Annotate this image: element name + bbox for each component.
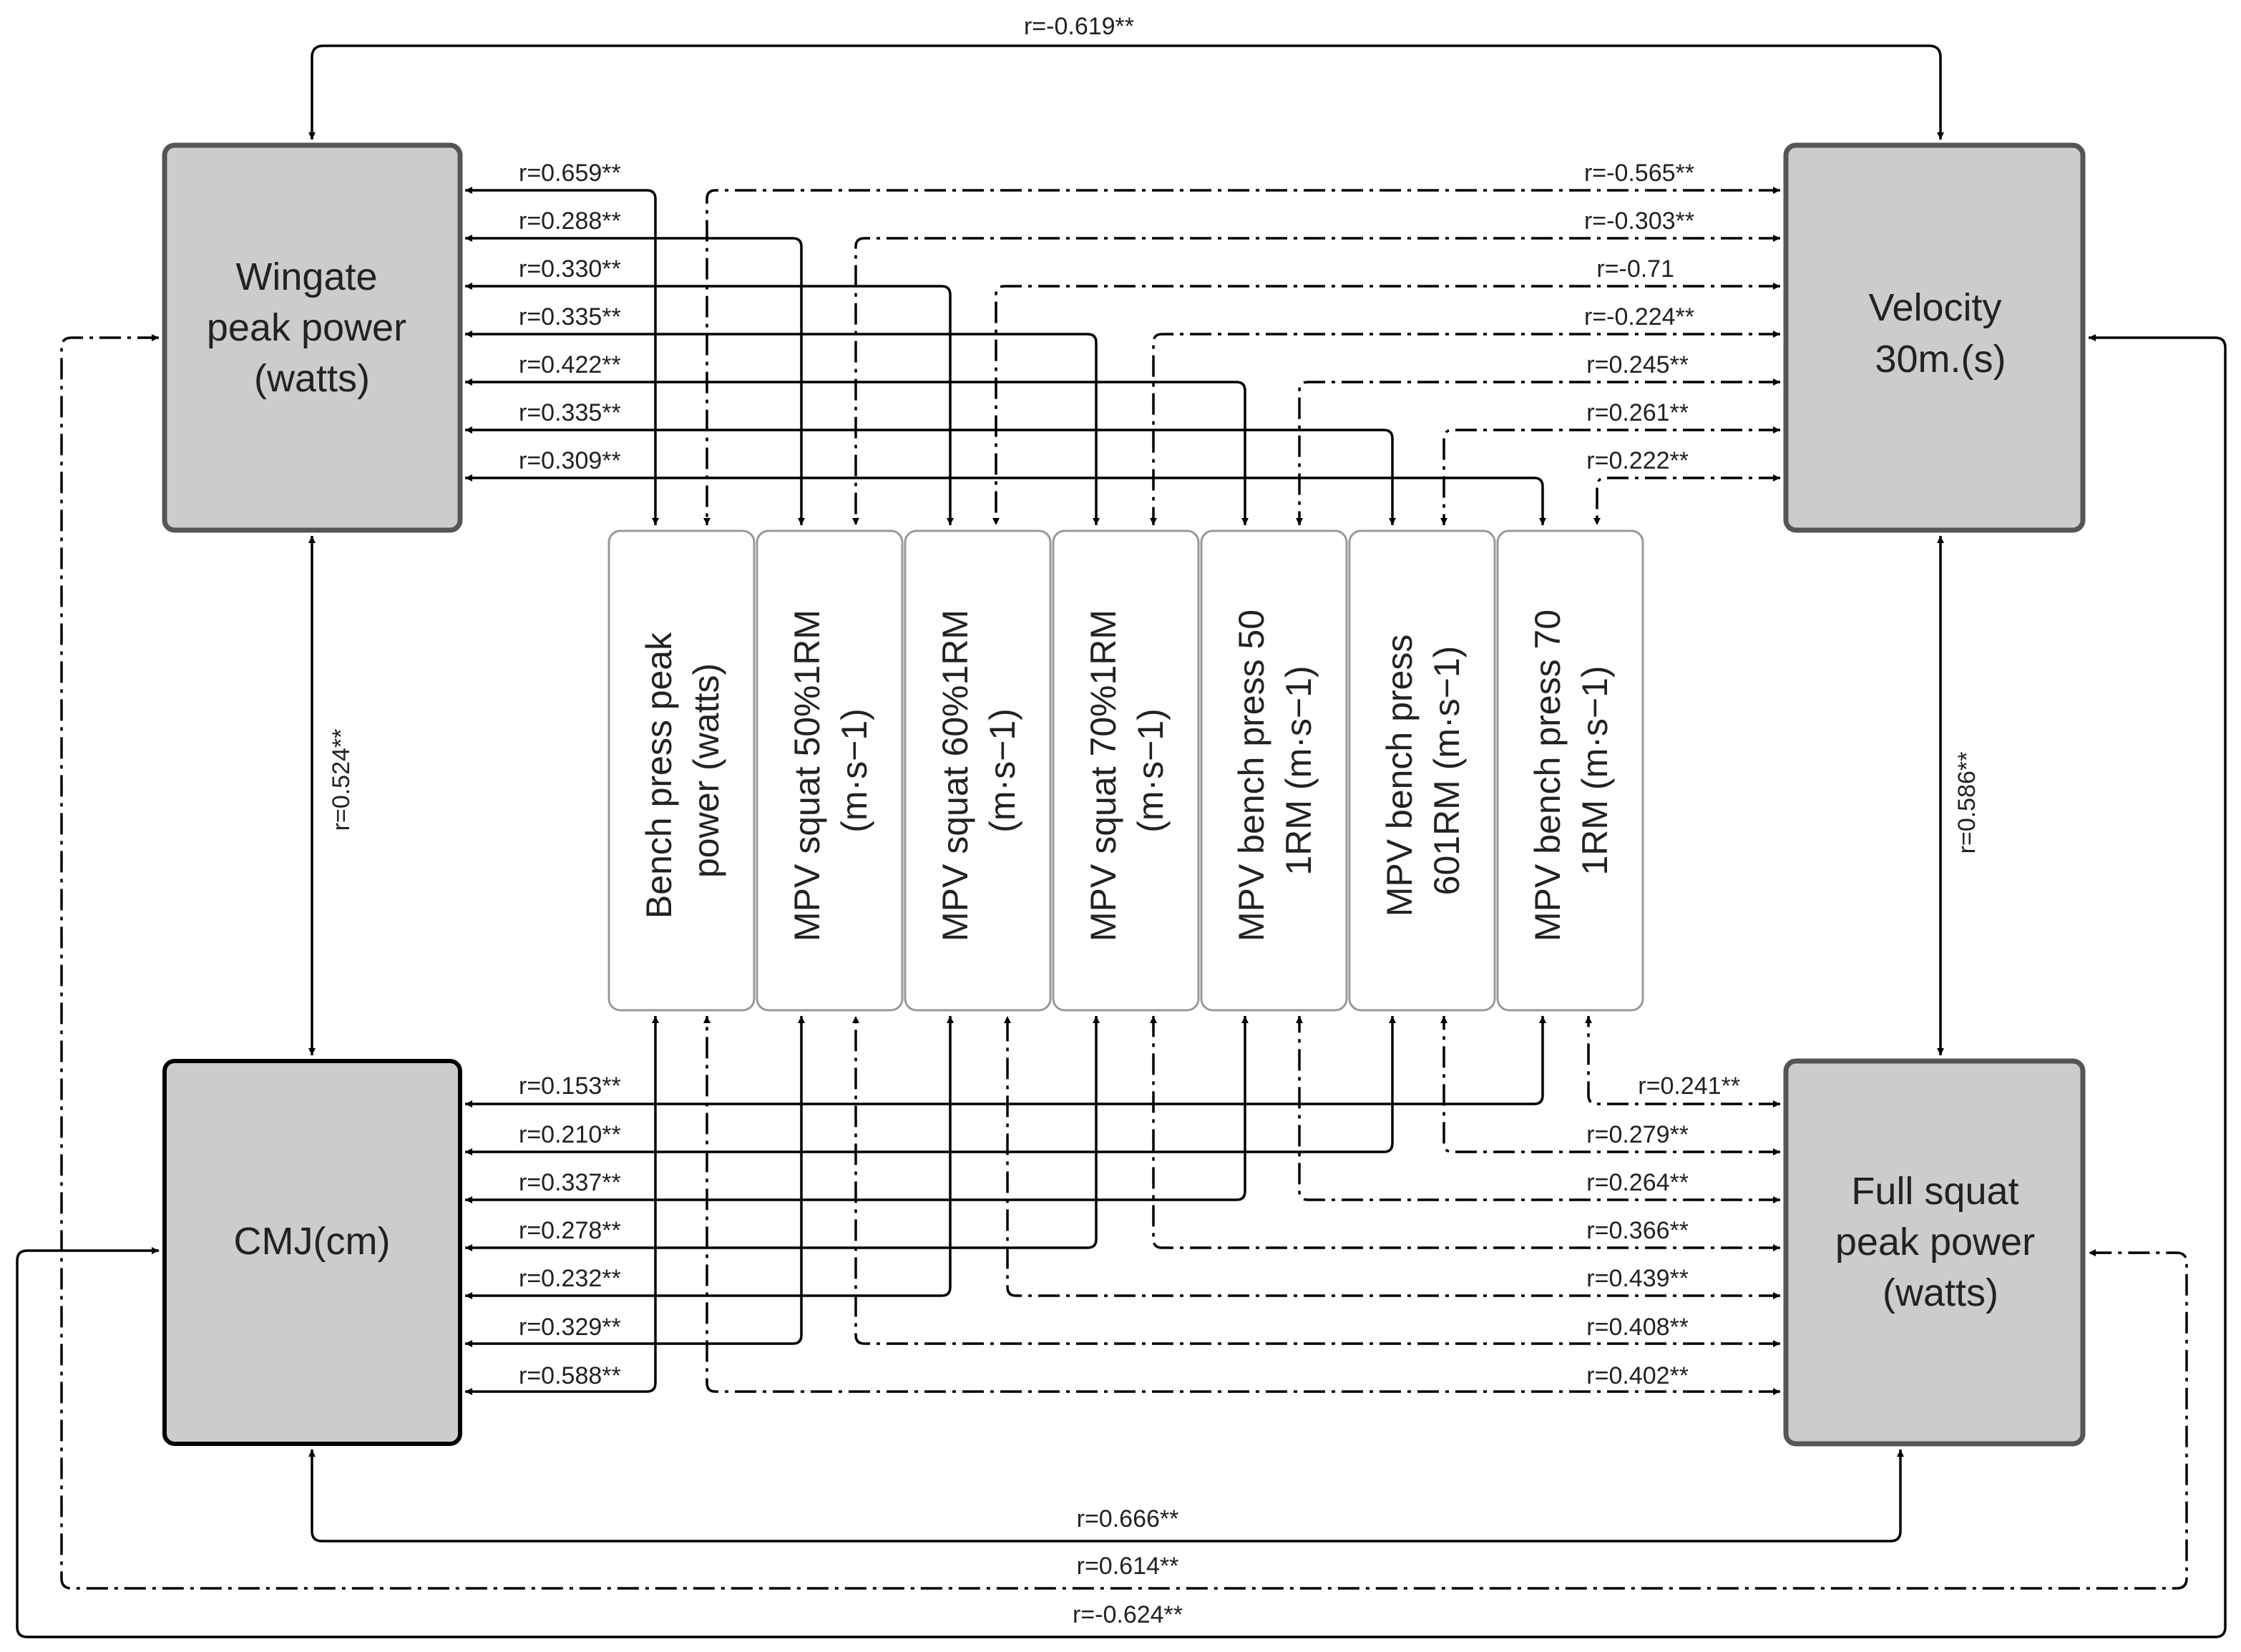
conn-velocity-m3: [992, 283, 1780, 525]
conn-velocity-m5: [1296, 378, 1780, 525]
corr-label-wingate-m2: r=0.288**: [519, 207, 621, 235]
measure-label-squat-50: MPV squat 50%1RM (m·s−1): [787, 600, 874, 942]
corr-label-velocity-m7: r=0.222**: [1586, 447, 1689, 474]
measure-box-bench-power: Bench press peak power (watts): [607, 529, 756, 1012]
wingate-label: Wingate peak power (watts): [207, 255, 417, 400]
conn-velocity-m1: [703, 187, 1780, 525]
conn-wingate-velocity: [308, 44, 1944, 140]
measure-label-bench-60: MPV bench press 601RM (m·s−1): [1380, 625, 1467, 917]
corr-label-wingate-cmj: r=0.524**: [328, 729, 355, 831]
conn-squat-power-m3: [1004, 1016, 1780, 1299]
measure-box-squat-70: MPV squat 70%1RM (m·s−1): [1052, 529, 1200, 1012]
corr-label-squat-power-m2: r=0.408**: [1586, 1314, 1689, 1341]
corr-label-velocity-m3: r=-0.71: [1596, 255, 1674, 283]
corr-label-cmj-m5: r=0.337**: [519, 1169, 621, 1196]
corr-label-cmj-m2: r=0.329**: [519, 1314, 621, 1341]
conn-squat-power-m2: [852, 1016, 1780, 1347]
corr-label-cmj-m7: r=0.153**: [519, 1072, 621, 1100]
corr-label-velocity-m4: r=-0.224**: [1584, 303, 1694, 331]
corr-label-cmj-m4: r=0.278**: [519, 1217, 621, 1244]
corr-label-cmj-m1: r=0.588**: [519, 1362, 621, 1389]
conn-squat-power-m1: [703, 1016, 1780, 1395]
full-squat-power-box: Full squat peak power (watts): [1783, 1058, 2086, 1447]
corr-label-squat-power-m4: r=0.366**: [1586, 1217, 1689, 1244]
conn-cmj-m7: [465, 1016, 1546, 1108]
wingate-box: Wingate peak power (watts): [162, 142, 463, 533]
corr-label-wingate-m4: r=0.335**: [519, 303, 621, 331]
corr-label-cmj-velocity: r=-0.624**: [1073, 1601, 1183, 1628]
corr-label-squat-power-m3: r=0.439**: [1586, 1265, 1689, 1292]
measure-label-bench-power: Bench press peak power (watts): [639, 622, 726, 919]
corr-label-squat-power-m7: r=0.241**: [1638, 1072, 1740, 1100]
measure-label-bench-70: MPV bench press 70 1RM (m·s−1): [1528, 600, 1615, 942]
measure-box-squat-60: MPV squat 60%1RM (m·s−1): [904, 529, 1052, 1012]
corr-label-wingate-velocity: r=-0.619**: [1024, 13, 1134, 40]
measure-box-bench-50: MPV bench press 50 1RM (m·s−1): [1200, 529, 1348, 1012]
corr-label-wingate-m6: r=0.335**: [519, 399, 621, 426]
conn-cmj-velocity: [16, 334, 2227, 1638]
corr-label-cmj-squat-power: r=0.666**: [1077, 1505, 1179, 1533]
measure-label-squat-70: MPV squat 70%1RM (m·s−1): [1083, 600, 1171, 942]
full-squat-power-label: Full squat peak power (watts): [1835, 1170, 2046, 1314]
corr-label-wingate-squat-power: r=0.614**: [1077, 1553, 1179, 1580]
corr-label-velocity-m6: r=0.261**: [1586, 399, 1689, 426]
conn-velocity-m2: [852, 235, 1780, 525]
measure-label-squat-60: MPV squat 60%1RM (m·s−1): [935, 600, 1022, 942]
conn-cmj-squat-power: [308, 1450, 1904, 1543]
cmj-box: CMJ(cm): [162, 1059, 462, 1446]
velocity-label: Velocity 30m.(s): [1868, 286, 2012, 381]
corr-label-cmj-m6: r=0.210**: [519, 1121, 621, 1148]
corr-label-velocity-m5: r=0.245**: [1586, 351, 1689, 378]
conn-wingate-squat-power: [60, 334, 2188, 1590]
corr-label-squat-power-m5: r=0.264**: [1586, 1169, 1689, 1196]
corr-label-wingate-m3: r=0.330**: [519, 255, 621, 283]
cmj-label: CMJ(cm): [234, 1220, 391, 1263]
conn-velocity-m7: [1593, 474, 1780, 525]
conn-wingate-m7: [465, 474, 1546, 525]
measure-label-bench-50: MPV bench press 50 1RM (m·s−1): [1231, 600, 1319, 942]
conn-squat-power-m5: [1296, 1016, 1780, 1203]
corr-label-squat-power-m1: r=0.402**: [1586, 1362, 1689, 1389]
conn-cmj-m1: [465, 1016, 659, 1395]
measure-box-bench-70: MPV bench press 70 1RM (m·s−1): [1496, 529, 1644, 1012]
connector-lines: [16, 44, 2227, 1638]
corr-label-velocity-m2: r=-0.303**: [1584, 207, 1694, 235]
corr-label-wingate-m1: r=0.659**: [519, 160, 621, 187]
corr-label-cmj-m3: r=0.232**: [519, 1265, 621, 1292]
corr-label-wingate-m7: r=0.309**: [519, 447, 621, 474]
corr-label-velocity-squat-power: r=0.586**: [1953, 752, 1981, 854]
corr-label-squat-power-m6: r=0.279**: [1586, 1121, 1689, 1148]
measure-box-squat-50: MPV squat 50%1RM (m·s−1): [756, 529, 904, 1012]
corr-label-velocity-m1: r=-0.565**: [1584, 160, 1694, 187]
conn-wingate-m1: [465, 187, 659, 525]
measure-box-bench-60: MPV bench press 601RM (m·s−1): [1348, 529, 1496, 1012]
velocity-box: Velocity 30m.(s): [1783, 142, 2086, 533]
corr-label-wingate-m5: r=0.422**: [519, 351, 621, 378]
